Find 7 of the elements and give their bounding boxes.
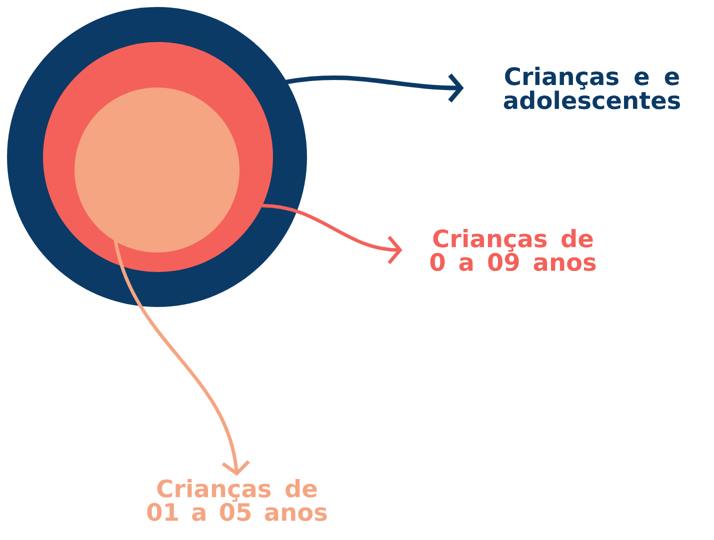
arrow [260,204,402,264]
label-text: Crianças de 01 a 05 anos [147,478,327,522]
arrow [114,240,250,476]
circle [74,88,240,252]
label-text: Crianças de 0 a 09 anos [430,228,596,272]
label-text: Crianças e e adolescentes [504,66,680,110]
arrow [284,74,464,102]
